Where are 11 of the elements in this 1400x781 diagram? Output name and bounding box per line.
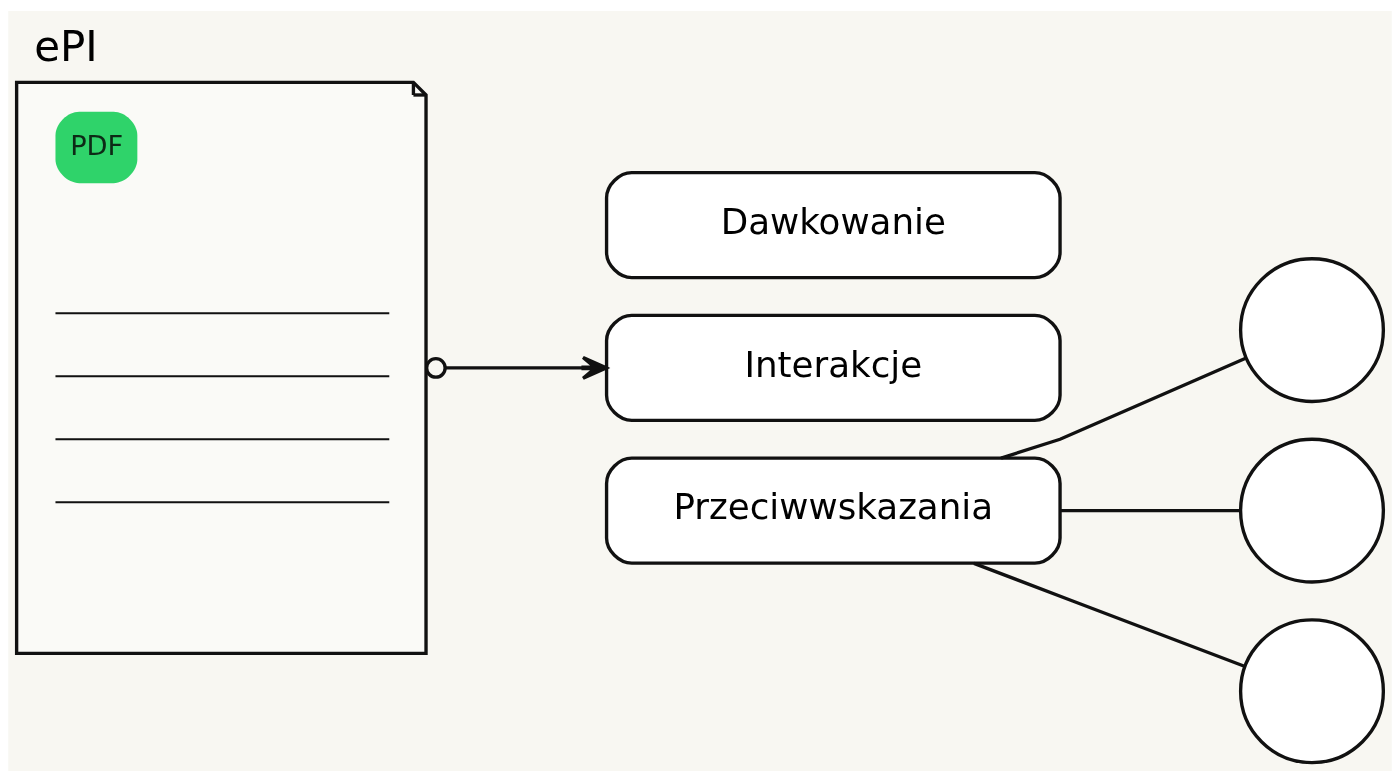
node-circle	[1238, 617, 1386, 764]
connector	[973, 561, 1245, 668]
node-box: Dawkowanie	[604, 170, 1062, 279]
node-circle	[1238, 437, 1386, 584]
node-box: Interakcje	[604, 313, 1062, 422]
diagram-title: ePI	[34, 21, 98, 71]
arrow	[424, 355, 608, 380]
node-box: Przeciwwskazania	[604, 456, 1062, 565]
connector	[1060, 508, 1240, 512]
connector	[1000, 355, 1247, 460]
node-circle	[1238, 256, 1386, 403]
